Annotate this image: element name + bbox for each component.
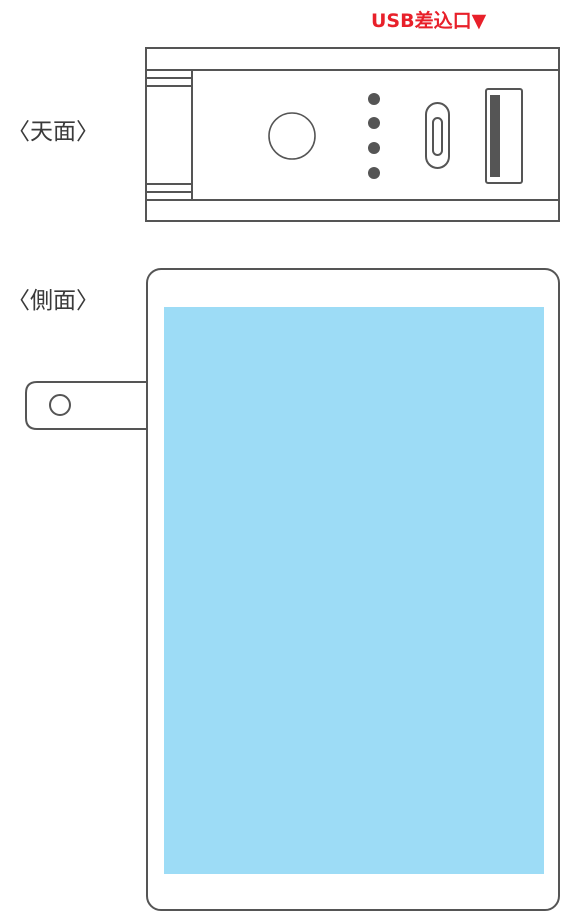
usb-a-port-icon [485,88,523,184]
usb-a-port-tongue [490,95,500,177]
side-view-screen [164,307,544,874]
indicator-dot-4 [368,167,380,179]
power-button-icon [268,112,316,160]
usb-c-port-icon [425,102,450,169]
indicator-dot-1 [368,93,380,105]
side-view-label: 〈側面〉 [7,288,99,314]
usb-port-label: USB差込口▼ [371,10,487,32]
indicator-dot-2 [368,117,380,129]
top-view-label: 〈天面〉 [7,119,99,145]
indicator-dot-3 [368,142,380,154]
plug-hole-icon [49,394,71,416]
side-view-plug-prong [25,381,147,430]
usb-c-port-inner [432,117,443,156]
